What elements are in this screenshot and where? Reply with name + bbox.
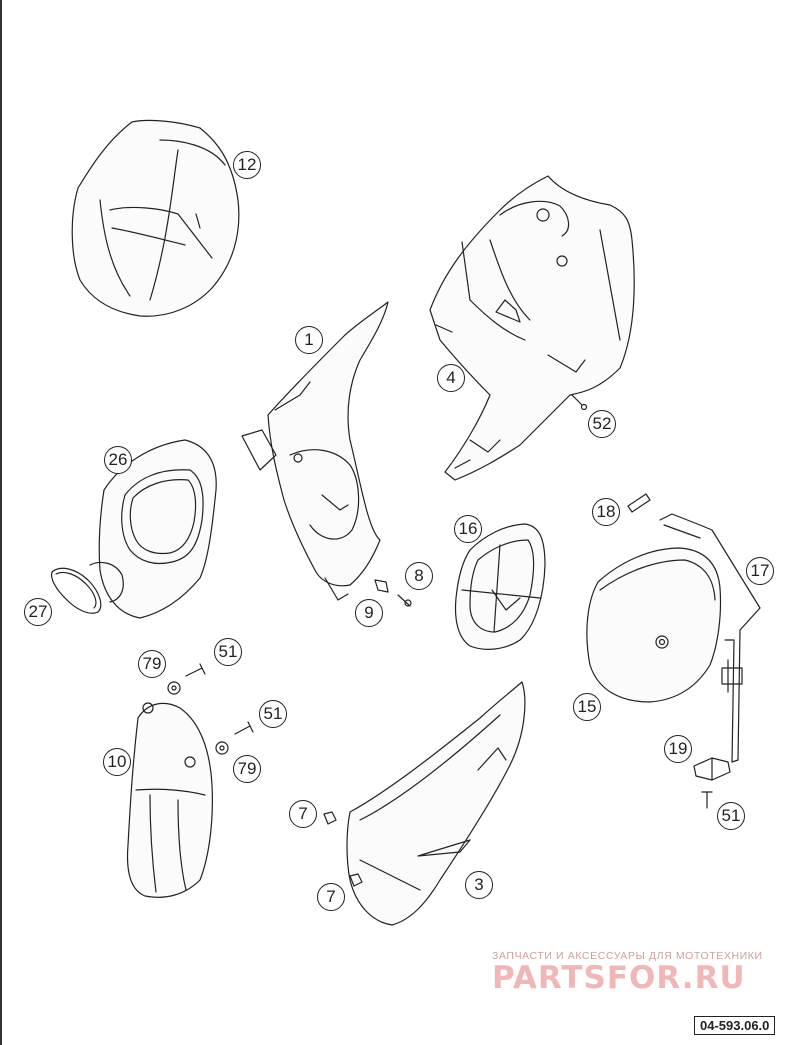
part-3-side-panel[interactable] xyxy=(346,681,526,926)
callout-8: 8 xyxy=(405,562,433,590)
part-79-washer-a[interactable] xyxy=(167,681,181,695)
part-7-nut-b[interactable] xyxy=(349,873,363,887)
part-79-washer-b[interactable] xyxy=(215,741,229,755)
part-15-air-filter[interactable] xyxy=(586,547,722,703)
callout-16: 16 xyxy=(454,515,482,543)
part-19-holder[interactable] xyxy=(693,757,731,781)
callout-1: 1 xyxy=(295,326,323,354)
diagram-code: 04-593.06.0 xyxy=(694,1016,776,1035)
callout-9: 9 xyxy=(355,599,383,627)
part-9-clip[interactable] xyxy=(374,579,389,593)
callout-51c: 51 xyxy=(717,802,745,830)
callout-51a: 51 xyxy=(214,638,242,666)
callout-4: 4 xyxy=(437,364,465,392)
part-17-bracket[interactable] xyxy=(659,513,761,763)
part-52-screw[interactable] xyxy=(571,394,588,411)
callout-52: 52 xyxy=(588,410,616,438)
part-51-screw-c[interactable] xyxy=(701,791,713,809)
callout-15: 15 xyxy=(573,693,601,721)
callout-79a: 79 xyxy=(138,650,166,678)
left-border xyxy=(0,0,2,1045)
part-10-side-panel[interactable] xyxy=(126,702,213,898)
callout-12: 12 xyxy=(233,151,261,179)
part-51-screw-b[interactable] xyxy=(234,721,254,735)
callout-27: 27 xyxy=(24,598,52,626)
part-26-filter-frame[interactable] xyxy=(89,439,217,619)
callout-18: 18 xyxy=(592,498,620,526)
watermark-subtitle: ЗАПЧАСТИ И АКСЕССУАРЫ ДЛЯ МОТОТЕХНИКИ xyxy=(492,950,763,962)
callout-10: 10 xyxy=(103,748,131,776)
part-7-nut-a[interactable] xyxy=(323,811,337,825)
part-16-cage[interactable] xyxy=(454,523,546,650)
part-8-screw[interactable] xyxy=(397,594,412,607)
part-1-airbox-support[interactable] xyxy=(241,301,389,601)
watermark-logo: PARTSFOR.RU xyxy=(492,960,746,996)
callout-26: 26 xyxy=(104,446,132,474)
part-12-filter-cover[interactable] xyxy=(71,119,240,317)
callout-3: 3 xyxy=(465,871,493,899)
part-51-screw-a[interactable] xyxy=(185,663,206,677)
part-27-hose-clamp[interactable] xyxy=(50,567,102,614)
part-18-pin[interactable] xyxy=(627,493,651,513)
callout-19: 19 xyxy=(664,735,692,763)
callout-79b: 79 xyxy=(233,755,261,783)
callout-7b: 7 xyxy=(317,883,345,911)
callout-7a: 7 xyxy=(289,800,317,828)
watermark: ЗАПЧАСТИ И АКСЕССУАРЫ ДЛЯ МОТОТЕХНИКИ PA… xyxy=(492,950,792,996)
part-4-airbox[interactable] xyxy=(429,175,635,481)
callout-51b: 51 xyxy=(259,700,287,728)
callout-17: 17 xyxy=(746,557,774,585)
